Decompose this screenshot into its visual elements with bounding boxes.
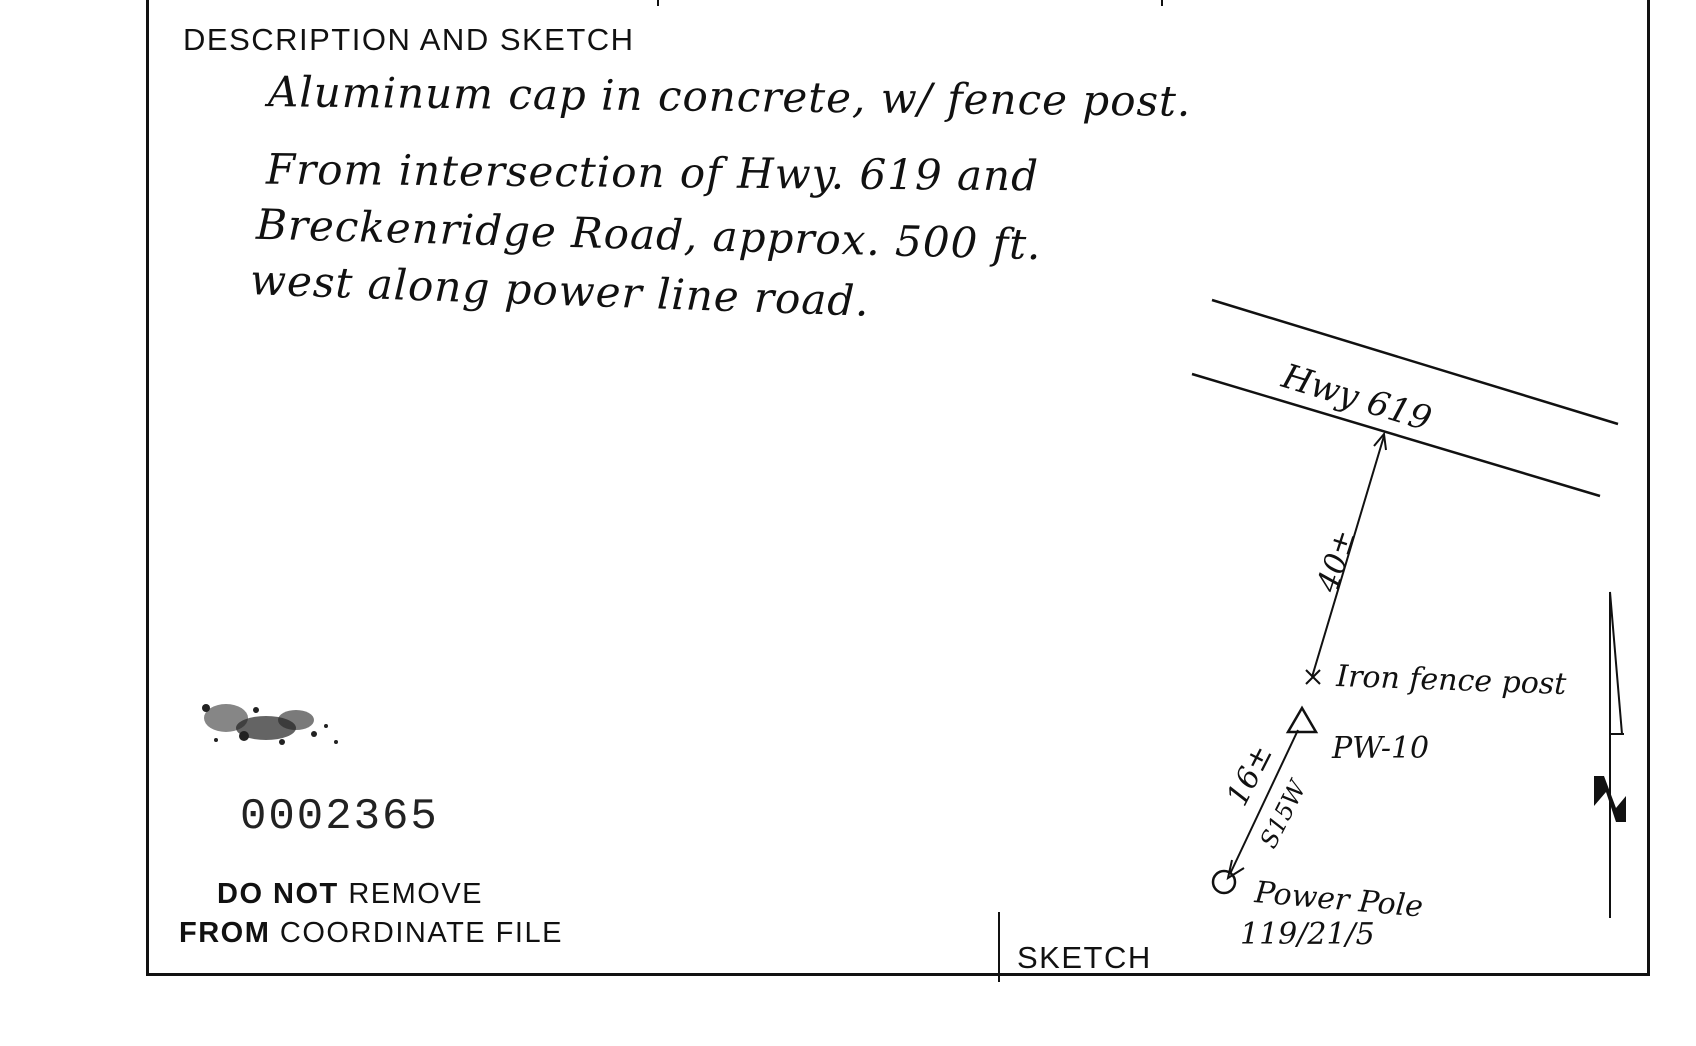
- road-edge-line: [1191, 372, 1601, 498]
- power-pole-icon: [1211, 869, 1237, 895]
- tie-line: [1229, 729, 1299, 875]
- arrowhead-icon: [1226, 859, 1245, 881]
- north-arrow-icon: [1594, 591, 1626, 918]
- header-divider: [1161, 0, 1163, 6]
- fence-post-icon: [1305, 669, 1321, 685]
- form-frame: [146, 0, 1650, 976]
- notice-text: REMOVE: [338, 878, 484, 910]
- stamp-mark: [202, 704, 338, 745]
- power-pole-number: 119/21/5: [1240, 917, 1375, 952]
- header-divider: [657, 0, 659, 6]
- station-triangle-icon: [1285, 705, 1319, 734]
- road-label: Hwy 619: [1276, 356, 1436, 439]
- notice-bold-text: FROM: [179, 917, 271, 949]
- notice-line-2: FROM COORDINATE FILE: [179, 917, 563, 950]
- distance-to-pole-label: 16±: [1220, 739, 1280, 811]
- record-number: 0002365: [240, 792, 439, 842]
- arrowhead-icon: [1373, 431, 1387, 451]
- sketch-divider-line: [998, 912, 1000, 982]
- tie-line: [1311, 435, 1385, 678]
- notice-text: COORDINATE FILE: [270, 917, 563, 949]
- fence-post-label: Iron fence post: [1335, 659, 1568, 702]
- station-label: PW-10: [1331, 731, 1429, 766]
- section-title: DESCRIPTION AND SKETCH: [183, 22, 635, 57]
- notice-line-1: DO NOT REMOVE: [217, 878, 483, 911]
- notice-bold-text: DO NOT: [217, 878, 339, 910]
- road-edge-line: [1211, 298, 1619, 426]
- sketch-label: SKETCH: [1017, 940, 1152, 975]
- distance-to-road-label: 40±: [1310, 525, 1363, 597]
